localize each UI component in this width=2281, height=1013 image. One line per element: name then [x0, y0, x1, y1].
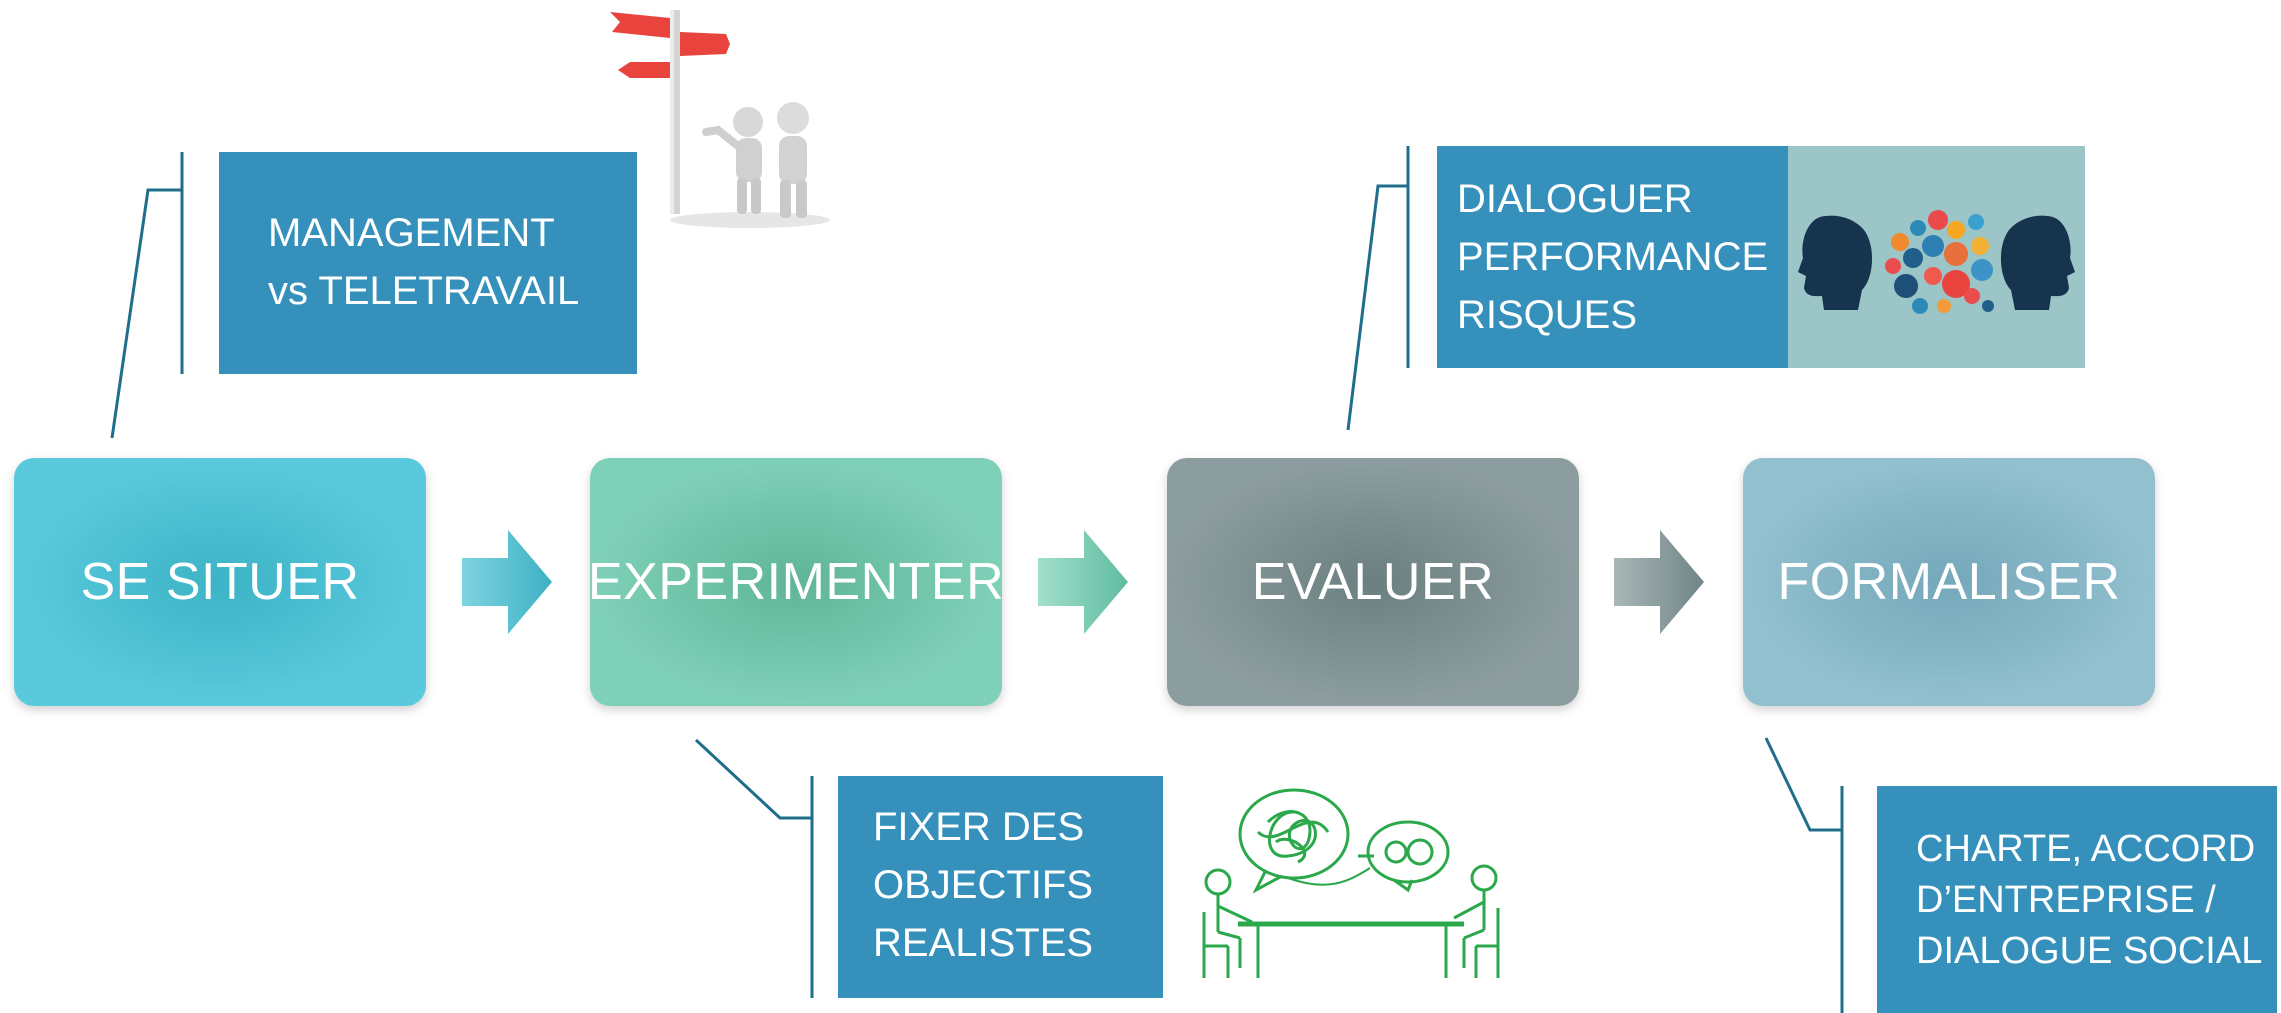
connector-dialoguer	[1346, 184, 1408, 431]
callout-line: REALISTES	[873, 921, 1094, 965]
callout-line: RISQUES	[1457, 293, 1638, 337]
callout-line: DIALOGUE SOCIAL	[1916, 930, 2263, 972]
stage-se-situer: SE SITUER	[14, 458, 426, 706]
callout-line: MANAGEMENT	[268, 211, 555, 255]
dialogue-heads-icon	[1788, 146, 2085, 368]
connector-charte	[1764, 737, 1842, 832]
callout-line: PERFORMANCE	[1457, 235, 1769, 279]
connector-objectifs	[694, 738, 812, 820]
stage-label: SE SITUER	[80, 553, 360, 611]
signpost-figures-icon	[610, 10, 830, 228]
callout-line: DIALOGUER	[1457, 177, 1693, 221]
stage-experimenter: EXPERIMENTER	[587, 458, 1005, 706]
callout-charte: CHARTE, ACCORD D’ENTREPRISE / DIALOGUE S…	[1877, 786, 2277, 1013]
stage-label: FORMALISER	[1777, 553, 2121, 611]
stage-label: EVALUER	[1251, 553, 1495, 611]
callout-line: D’ENTREPRISE /	[1916, 879, 2216, 921]
stage-label: EXPERIMENTER	[587, 553, 1005, 611]
stage-formaliser: FORMALISER	[1743, 458, 2155, 706]
callout-line: FIXER DES	[873, 805, 1085, 849]
arrow-right-icon	[1614, 530, 1704, 634]
connector-management	[110, 188, 182, 439]
callout-objectifs: FIXER DES OBJECTIFS REALISTES	[838, 776, 1163, 998]
callout-dialoguer: DIALOGUER PERFORMANCE RISQUES	[1437, 146, 1788, 368]
arrow-right-icon	[462, 530, 552, 634]
arrow-right-icon	[1038, 530, 1128, 634]
callout-line: OBJECTIFS	[873, 863, 1094, 907]
conversation-figures-icon	[1202, 788, 1500, 978]
stage-evaluer: EVALUER	[1167, 458, 1579, 706]
callout-line: vs TELETRAVAIL	[268, 269, 580, 313]
callout-line: CHARTE, ACCORD	[1916, 828, 2256, 870]
callout-management: MANAGEMENT vs TELETRAVAIL	[219, 152, 637, 374]
